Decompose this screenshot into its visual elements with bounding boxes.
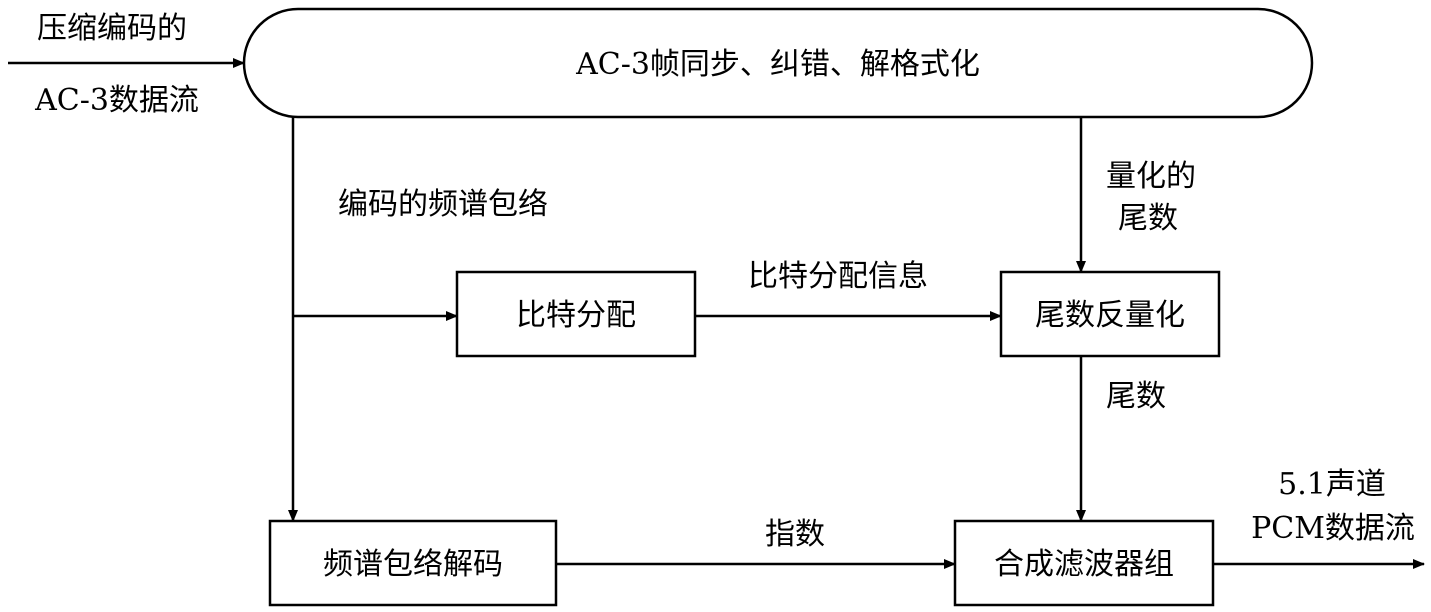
envelope-decode-block [268, 519, 558, 607]
synthesis-block [953, 519, 1215, 607]
input-label-line1: 压缩编码的 [37, 11, 187, 46]
envelope-label: 编码的频谱包络 [338, 187, 548, 222]
synthesis-block-label: 合成滤波器组 [994, 547, 1174, 582]
sync-block [242, 7, 1314, 119]
bit-alloc-block-label: 比特分配 [516, 298, 636, 333]
envelope-decode-block-label: 频谱包络解码 [323, 547, 503, 582]
dequant-block [999, 270, 1221, 358]
exponent-label: 指数 [765, 517, 825, 552]
output-label-line2: PCM数据流 [1251, 511, 1415, 546]
output-label-line1: 5.1声道 [1278, 467, 1386, 502]
dequant-block-label: 尾数反量化 [1035, 298, 1185, 333]
mantissa-label: 尾数 [1106, 379, 1166, 414]
bit-alloc-info-label: 比特分配信息 [748, 259, 928, 294]
sync-block-label: AC-3帧同步、纠错、解格式化 [575, 47, 980, 82]
bit-alloc-block [455, 270, 697, 358]
input-label-line2: AC-3数据流 [34, 83, 199, 118]
quantized-label-line2: 尾数 [1118, 201, 1178, 236]
quantized-label-line1: 量化的 [1106, 159, 1196, 194]
